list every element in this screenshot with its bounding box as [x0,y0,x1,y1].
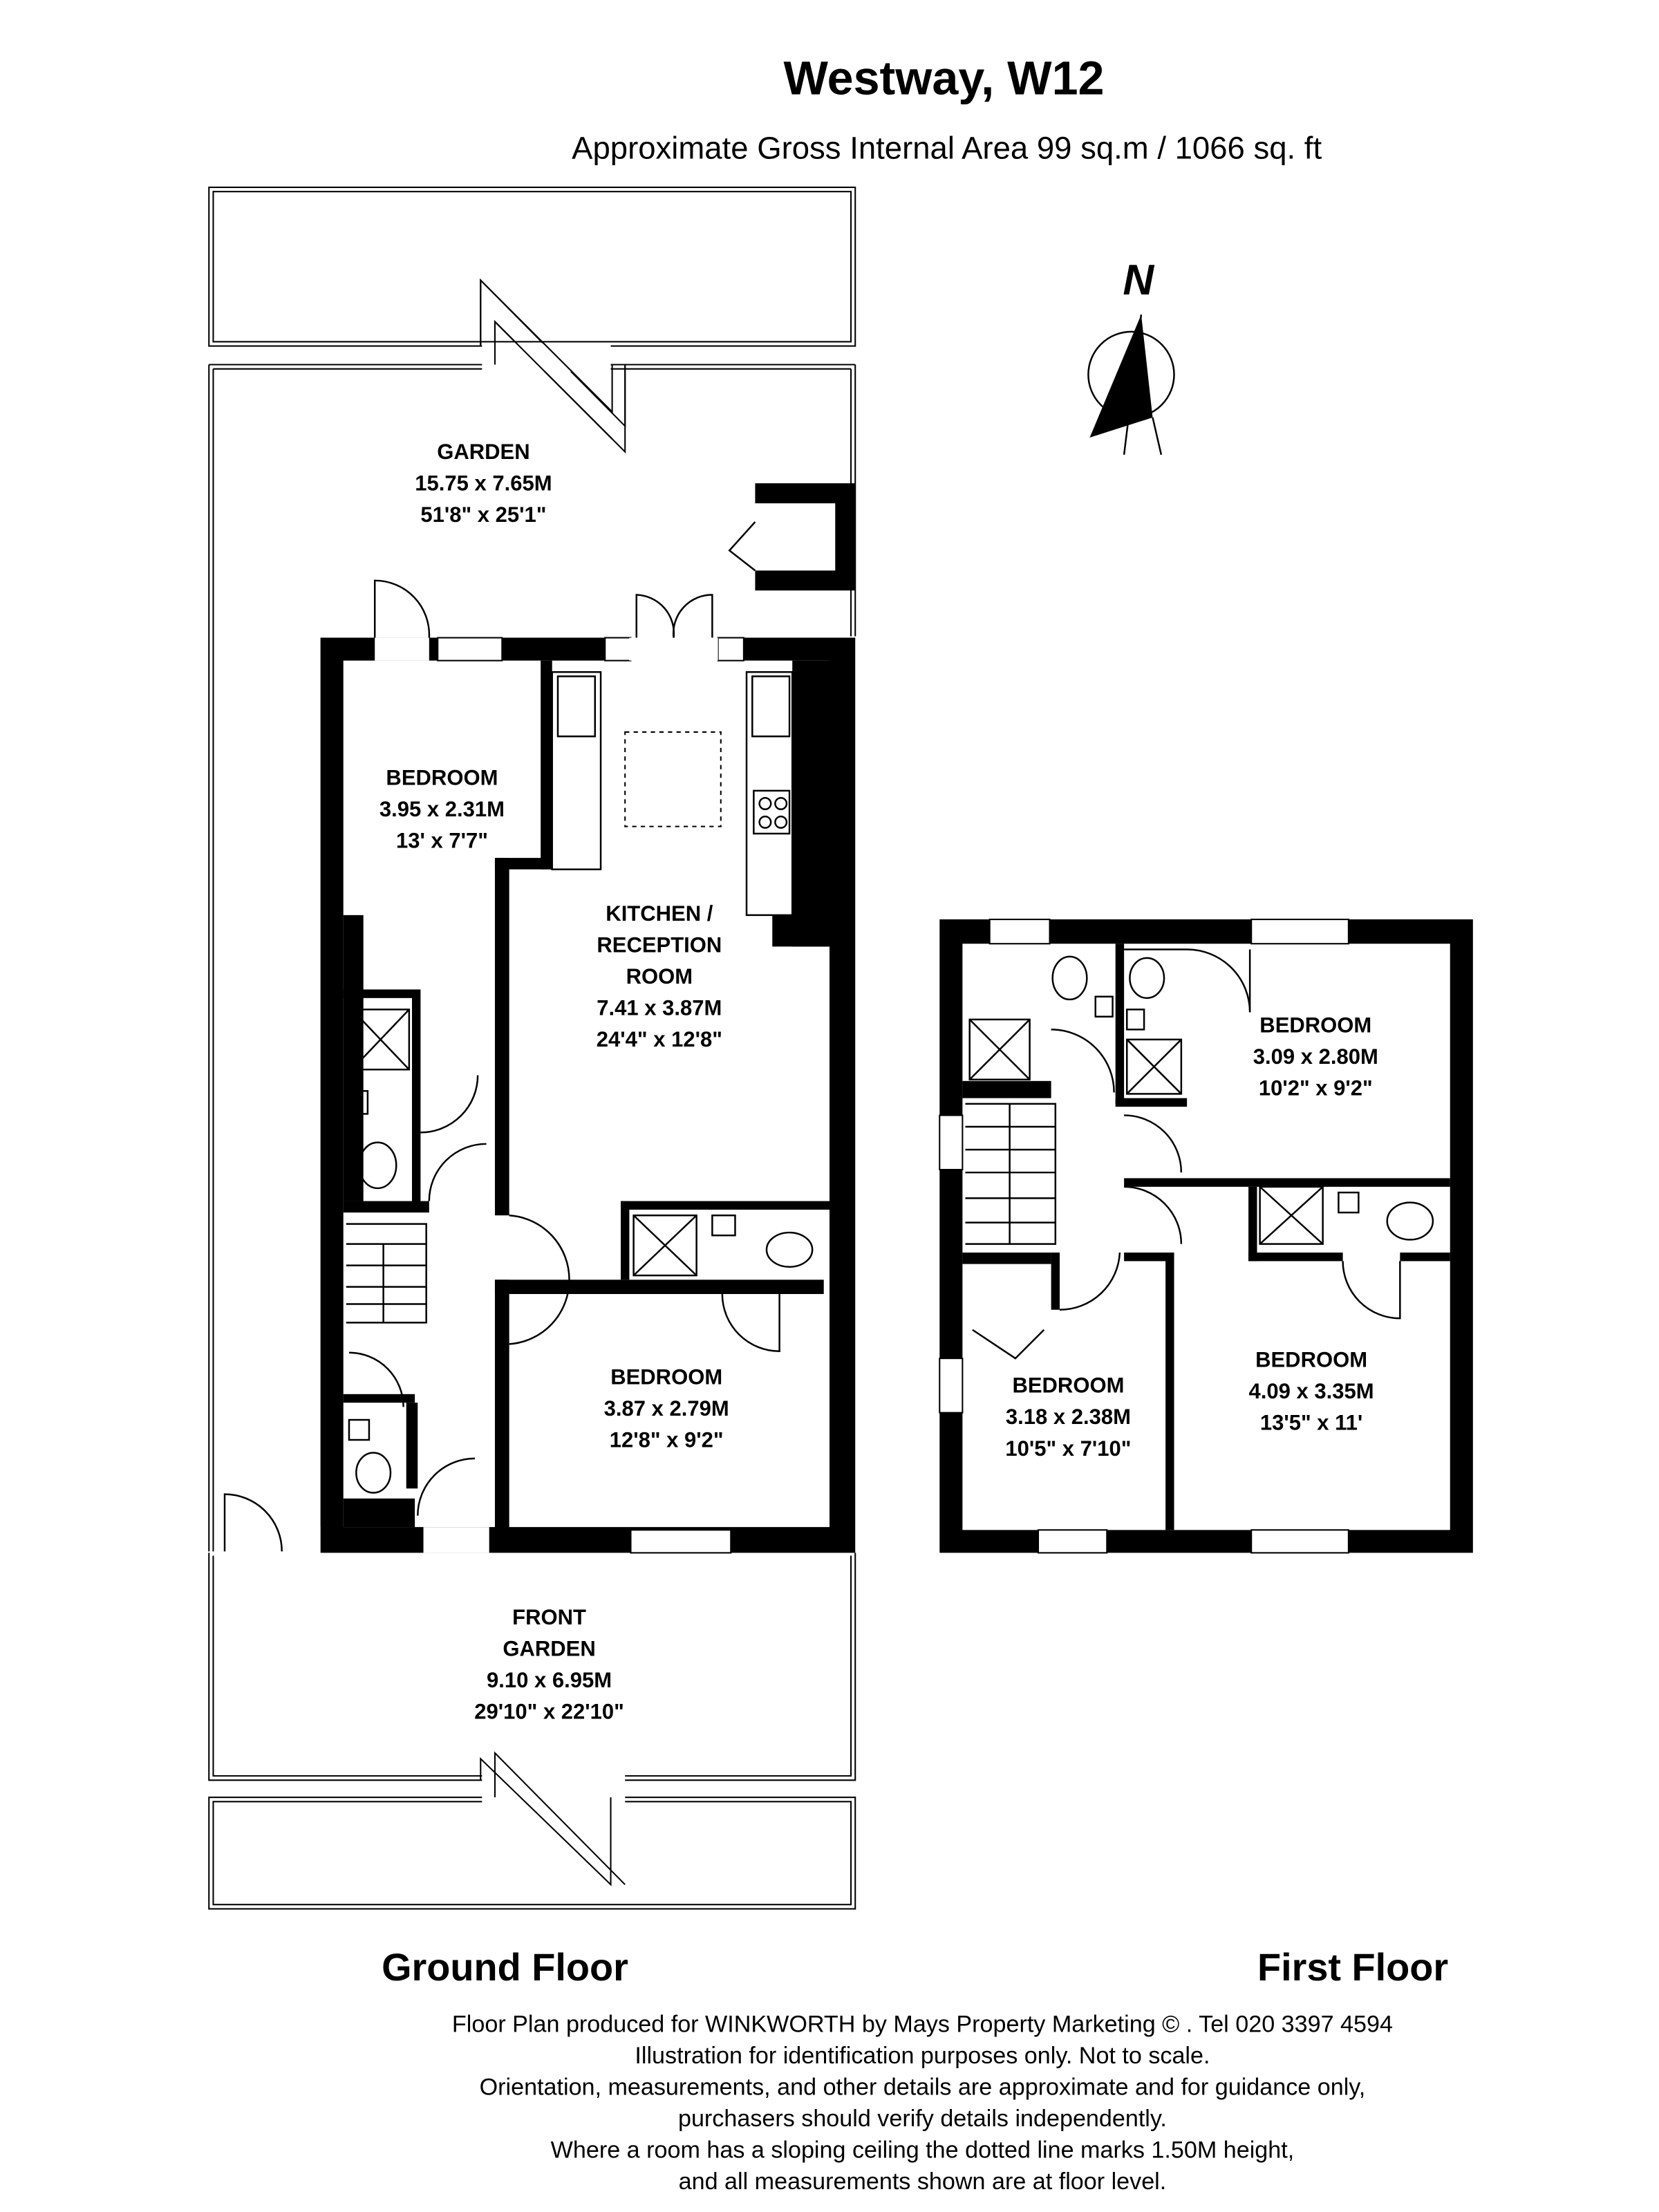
ground-floor-label: Ground Floor [382,1945,628,1989]
svg-text:KITCHEN /: KITCHEN / [606,901,713,926]
svg-text:RECEPTION: RECEPTION [597,933,722,957]
svg-text:3.09 x 2.80M: 3.09 x 2.80M [1253,1044,1378,1069]
svg-text:Where a room has a sloping cei: Where a room has a sloping ceiling the d… [551,2137,1295,2163]
svg-text:13' x 7'7": 13' x 7'7" [396,829,488,853]
svg-text:BEDROOM: BEDROOM [386,766,498,790]
svg-text:BEDROOM: BEDROOM [610,1365,722,1389]
svg-text:3.18 x 2.38M: 3.18 x 2.38M [1006,1405,1131,1429]
first-floor-label: First Floor [1257,1945,1448,1989]
room-kitchen-reception: KITCHEN / RECEPTION ROOM 7.41 x 3.87M 24… [597,901,722,1051]
svg-text:9.10 x 6.95M: 9.10 x 6.95M [487,1668,612,1692]
svg-text:GARDEN: GARDEN [503,1636,595,1660]
svg-text:Orientation, measurements, and: Orientation, measurements, and other det… [480,2074,1366,2100]
first-floor-plan: BEDROOM 3.09 x 2.80M 10'2" x 9'2" BEDROO… [939,919,1473,1554]
room-bedroom-3: BEDROOM 4.09 x 3.35M 13'5" x 11' [1249,1348,1374,1435]
room-bedroom-2: BEDROOM 3.18 x 2.38M 10'5" x 7'10" [1005,1374,1131,1461]
room-garden: GARDEN 15.75 x 7.65M 51'8" x 25'1" [415,440,552,527]
svg-text:10'2" x 9'2": 10'2" x 9'2" [1259,1076,1373,1100]
svg-text:GARDEN: GARDEN [437,440,529,464]
svg-text:4.09 x 3.35M: 4.09 x 3.35M [1249,1379,1374,1403]
svg-text:ROOM: ROOM [626,964,693,988]
page-title: Westway, W12 [783,53,1104,105]
svg-text:12'8" x 9'2": 12'8" x 9'2" [610,1427,724,1452]
svg-text:BEDROOM: BEDROOM [1259,1013,1371,1037]
room-bedroom-rear: BEDROOM 3.95 x 2.31M 13' x 7'7" [379,766,505,853]
area-summary: Approximate Gross Internal Area 99 sq.m … [572,131,1322,166]
svg-text:15.75 x 7.65M: 15.75 x 7.65M [415,471,552,496]
svg-text:Floor Plan produced for WINKWO: Floor Plan produced for WINKWORTH by May… [452,2011,1393,2037]
north-arrow-icon: N [1087,256,1175,456]
compass-label: N [1123,256,1154,304]
room-front-garden: FRONT GARDEN 9.10 x 6.95M 29'10" x 22'10… [474,1605,624,1724]
svg-text:FRONT: FRONT [512,1605,586,1629]
svg-text:51'8" x 25'1": 51'8" x 25'1" [420,503,546,527]
svg-text:Illustration for identificatio: Illustration for identification purposes… [635,2043,1210,2069]
svg-text:purchasers should verify detai: purchasers should verify details indepen… [678,2106,1167,2132]
svg-text:13'5" x 11': 13'5" x 11' [1260,1411,1362,1435]
svg-text:29'10" x 22'10": 29'10" x 22'10" [474,1699,624,1723]
svg-text:BEDROOM: BEDROOM [1255,1348,1367,1372]
disclaimer: Floor Plan produced for WINKWORTH by May… [452,2011,1393,2195]
svg-text:BEDROOM: BEDROOM [1012,1374,1124,1398]
svg-text:3.87 x 2.79M: 3.87 x 2.79M [604,1396,729,1421]
svg-text:3.95 x 2.31M: 3.95 x 2.31M [379,797,505,821]
svg-text:24'4" x 12'8": 24'4" x 12'8" [597,1027,722,1051]
svg-text:7.41 x 3.87M: 7.41 x 3.87M [597,996,722,1020]
ground-floor-plan: GARDEN 15.75 x 7.65M 51'8" x 25'1" BEDRO… [208,186,856,1910]
room-bedroom-1: BEDROOM 3.09 x 2.80M 10'2" x 9'2" [1253,1013,1378,1100]
room-bedroom-front: BEDROOM 3.87 x 2.79M 12'8" x 9'2" [604,1365,729,1452]
svg-text:10'5" x 7'10": 10'5" x 7'10" [1005,1436,1131,1461]
svg-text:and all measurements shown are: and all measurements shown are at floor … [679,2168,1167,2195]
